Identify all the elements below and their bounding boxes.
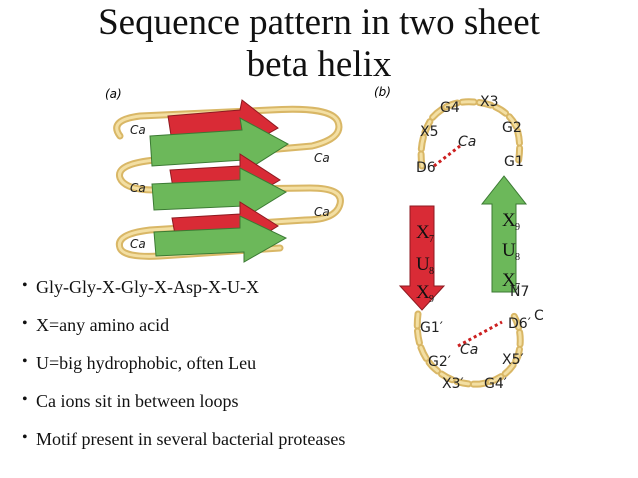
bullet-item-5: • Motif present in several bacterial prot… — [10, 428, 382, 450]
bullet-dot: • — [22, 315, 28, 332]
green-x7-label: X — [502, 270, 516, 291]
panel-a-diagram: (a) Ca Ca Ca Ca Ca — [105, 88, 344, 263]
label-d6: D6 — [416, 160, 436, 176]
green-x9-sub: 9 — [515, 222, 520, 233]
label-ca-top: Ca — [458, 134, 476, 150]
label-n7: N7 — [510, 284, 529, 300]
bullet-dot: • — [22, 429, 28, 446]
ca-label-5: Ca — [130, 237, 146, 251]
bullet-dot: • — [22, 391, 28, 408]
top-loop — [417, 98, 524, 170]
bullet-text: X=any amino acid — [36, 315, 170, 335]
title-line-1: Sequence pattern in two sheet — [98, 2, 540, 43]
label-d6-prime: D6′ — [508, 316, 531, 332]
label-ca-bottom: Ca — [460, 342, 478, 358]
label-x3: X3 — [480, 94, 499, 110]
label-c: C — [534, 308, 544, 324]
bullet-item-3: • U=big hydrophobic, often Leu — [22, 352, 382, 374]
title-line-2: beta helix — [246, 44, 392, 85]
ca-label-1: Ca — [130, 123, 146, 137]
label-x3-prime: X3′ — [442, 376, 464, 392]
label-g2: G2 — [502, 120, 522, 136]
label-x5: X5 — [420, 124, 439, 140]
bullet-text: Ca ions sit in between loops — [36, 391, 239, 411]
panel-a-label: (a) — [105, 88, 122, 101]
panel-b-label: (b) — [374, 85, 391, 99]
green-strand-arrow — [480, 175, 528, 293]
bullet-text: Gly-Gly-X-Gly-X-Asp-X-U-X — [36, 277, 259, 297]
red-u8-label: U — [416, 254, 430, 275]
bullet-dot: • — [22, 277, 28, 294]
ca-link-bottom — [457, 320, 503, 348]
ca-label-4: Ca — [314, 205, 330, 219]
green-x9-label: X — [502, 210, 516, 231]
ca-label-2: Ca — [314, 151, 330, 165]
green-arrow-bottom — [153, 215, 288, 263]
bottom-loop — [413, 310, 524, 388]
label-g1: G1 — [504, 154, 524, 170]
panel-b-diagram: (b) G4 X3 X5 G2 Ca D6 G1 X 7 U 8 X 9 X 9… — [374, 85, 544, 392]
ca-label-3: Ca — [130, 181, 146, 195]
green-arrow-middle — [151, 167, 288, 219]
red-x9-label: X — [416, 282, 430, 303]
ca-link-top — [433, 144, 461, 168]
bullet-item-2: • X=any amino acid — [22, 314, 382, 336]
green-arrow-top — [149, 117, 289, 173]
slide-title: Sequence pattern in two sheet beta helix — [0, 2, 638, 86]
bullet-dot: • — [22, 353, 28, 370]
label-x5-prime: X5′ — [502, 352, 524, 368]
helix-coil-inner — [115, 107, 342, 258]
bullet-item-4: • Ca ions sit in between loops — [22, 390, 382, 412]
label-g2-prime: G2′ — [428, 354, 451, 370]
red-u8-sub: 8 — [429, 266, 434, 277]
red-x7-label: X — [416, 222, 430, 243]
label-g1-prime: G1′ — [420, 320, 443, 336]
bullet-text: U=big hydrophobic, often Leu — [36, 353, 257, 373]
bullet-list: • Gly-Gly-X-Gly-X-Asp-X-U-X • X=any amino … — [22, 276, 382, 466]
red-strand-arrow — [398, 205, 446, 311]
red-x9-sub: 9 — [429, 294, 434, 305]
green-u8-sub: 8 — [515, 252, 520, 263]
bullet-item-1: • Gly-Gly-X-Gly-X-Asp-X-U-X — [22, 276, 382, 298]
label-g4-prime: G4′ — [484, 376, 507, 392]
green-u8-label: U — [502, 240, 516, 261]
bullet-text: Motif present in several bacterial prote… — [36, 429, 346, 449]
red-x7-sub: 7 — [429, 234, 434, 245]
label-g4: G4 — [440, 100, 460, 116]
green-x7-sub: 7 — [515, 282, 520, 293]
